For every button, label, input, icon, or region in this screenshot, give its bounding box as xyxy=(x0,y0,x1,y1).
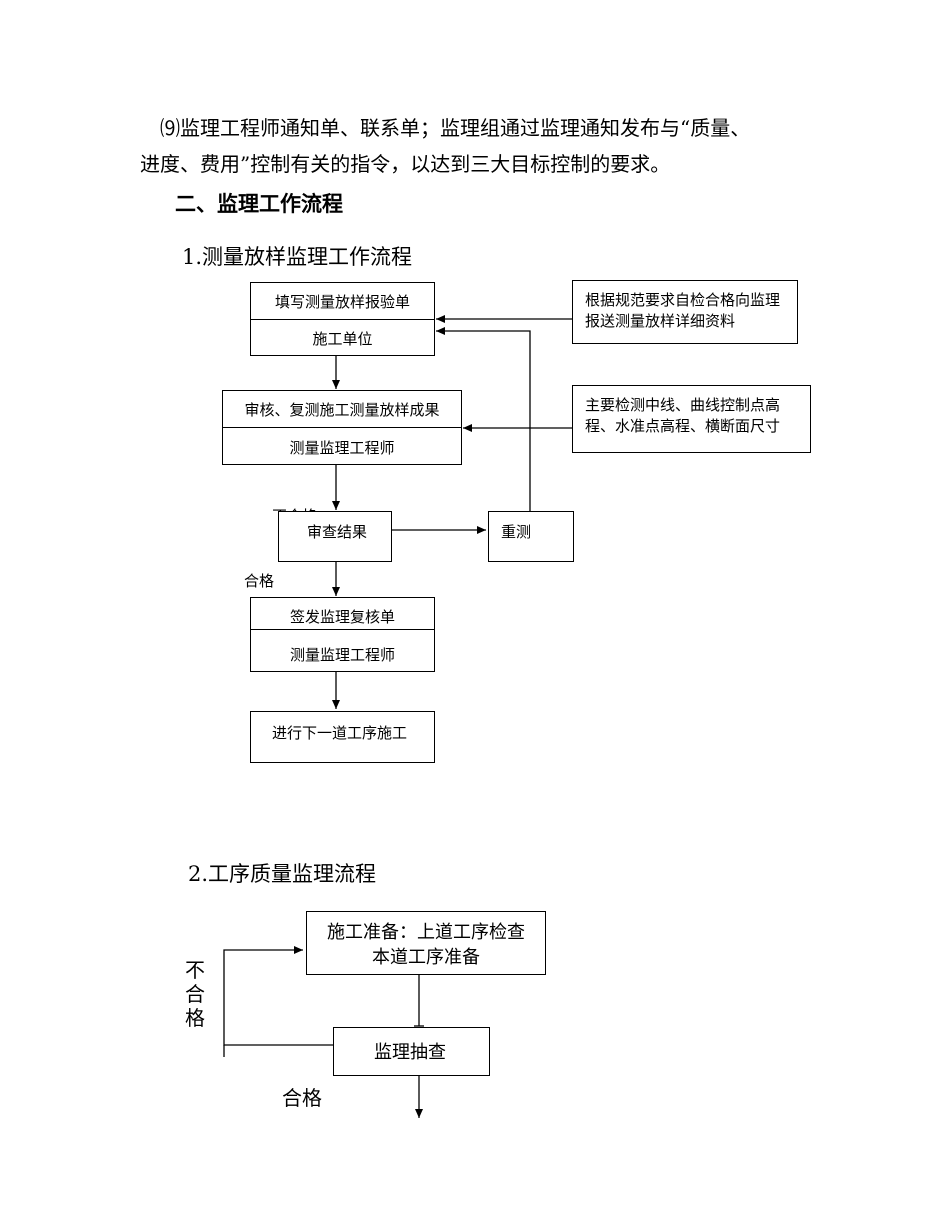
flow1-title: 1.测量放样监理工作流程 xyxy=(182,245,413,269)
pass-label-flow2: 合格 xyxy=(282,1086,322,1110)
inspect-text: 监理抽查 xyxy=(374,1042,446,1063)
flow2-title: 2.工序质量监理流程 xyxy=(188,862,377,886)
box-construction-prep: 施工准备：上道工序检查 本道工序准备 xyxy=(306,911,546,975)
box2-bottom-text: 测量监理工程师 xyxy=(289,439,395,457)
box1-divider xyxy=(251,319,434,320)
box1-bottom-text: 施工单位 xyxy=(312,330,373,348)
note2-text: 主要检测中线、曲线控制点高程、水准点高程、横断面尺寸 xyxy=(585,396,781,435)
box-retest: 重测 xyxy=(488,511,574,562)
intro-line-2: 进度、费用”控制有关的指令，以达到三大目标控制的要求。 xyxy=(140,152,671,176)
fail-char-3: 格 xyxy=(185,1006,205,1030)
box-review-survey-results: 审核、复测施工测量放样成果 测量监理工程师 xyxy=(222,390,462,465)
arrow-retest-to-box1 xyxy=(436,327,531,512)
box4-text: 进行下一道工序施工 xyxy=(272,724,408,742)
intro-line-1: ⑼监理工程师通知单、联系单；监理组通过监理通知发布与“质量、 xyxy=(160,116,751,140)
box-issue-review-form: 签发监理复核单 测量监理工程师 xyxy=(250,597,435,672)
section-title: 二、监理工作流程 xyxy=(175,192,343,216)
prep-line-2: 本道工序准备 xyxy=(372,947,480,968)
box2-divider xyxy=(223,427,461,428)
review-text: 审查结果 xyxy=(307,523,368,541)
fail-char-2: 合 xyxy=(185,982,205,1006)
fail-label-flow1: 不合格 xyxy=(272,505,317,513)
box-supervision-inspection: 监理抽查 xyxy=(333,1027,490,1076)
box3-bottom-text: 测量监理工程师 xyxy=(289,646,395,664)
retest-text: 重测 xyxy=(501,523,532,541)
note-self-check: 根据规范要求自检合格向监理报送测量放样详细资料 xyxy=(572,280,798,344)
pass-label-flow1: 合格 xyxy=(244,572,275,590)
box1-top-text: 填写测量放样报验单 xyxy=(274,293,410,311)
note-inspection-items: 主要检测中线、曲线控制点高程、水准点高程、横断面尺寸 xyxy=(572,385,811,453)
box-review-result: 审查结果 xyxy=(278,511,392,562)
arrow-inspect-to-prep xyxy=(223,946,333,1046)
box3-top-text: 签发监理复核单 xyxy=(289,608,395,626)
box3-divider xyxy=(251,629,434,630)
prep-line-1: 施工准备：上道工序检查 xyxy=(327,922,525,943)
box-next-process: 进行下一道工序施工 xyxy=(250,711,435,763)
note1-text: 根据规范要求自检合格向监理报送测量放样详细资料 xyxy=(585,291,781,330)
box-submit-survey-report: 填写测量放样报验单 施工单位 xyxy=(250,282,435,356)
fail-char-1: 不 xyxy=(185,958,205,982)
box2-top-text: 审核、复测施工测量放样成果 xyxy=(244,401,440,419)
fail-label-flow2: 不 合 格 xyxy=(184,958,206,1030)
